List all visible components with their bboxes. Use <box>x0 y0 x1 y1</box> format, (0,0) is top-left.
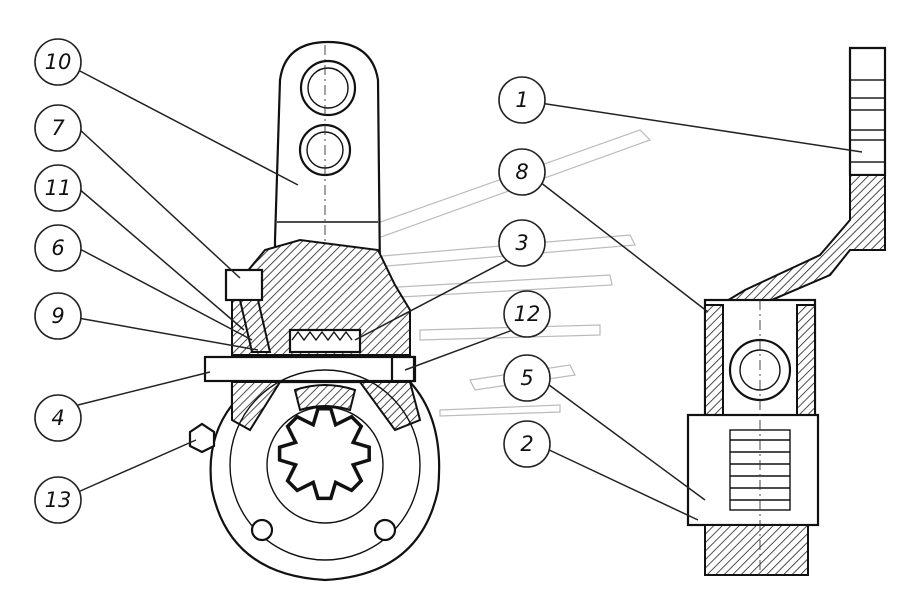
arm-hole-upper <box>299 59 357 117</box>
svg-text:1: 1 <box>515 88 528 112</box>
svg-text:11: 11 <box>45 176 72 200</box>
leader-6 <box>77 247 253 341</box>
svg-text:9: 9 <box>51 304 64 328</box>
leader-9 <box>77 317 259 351</box>
leader-lines <box>77 69 863 521</box>
svg-text:7: 7 <box>51 116 65 140</box>
mount-hole-left <box>250 518 274 542</box>
callout-11: 11 <box>34 164 82 212</box>
callout-10: 10 <box>34 38 82 86</box>
housing-section <box>231 238 411 356</box>
splined-gear <box>277 407 371 501</box>
callout-7: 7 <box>34 104 82 152</box>
leader-8 <box>539 181 709 313</box>
lever-front-view <box>188 40 441 585</box>
grease-nipple <box>188 422 216 454</box>
side-base <box>704 524 809 576</box>
callout-1: 1 <box>498 76 546 124</box>
leader-13 <box>77 439 197 493</box>
callout-4: 4 <box>34 394 82 442</box>
svg-text:2: 2 <box>520 432 533 456</box>
callout-3: 3 <box>498 219 546 267</box>
svg-text:6: 6 <box>51 236 64 260</box>
worm-rack <box>288 328 362 354</box>
callout-2: 2 <box>503 420 551 468</box>
shaft <box>203 355 417 383</box>
leader-11 <box>77 187 245 331</box>
side-arm-bend <box>716 174 886 306</box>
callout-9: 9 <box>34 292 82 340</box>
svg-text:10: 10 <box>45 50 72 74</box>
leader-10 <box>77 69 299 186</box>
callout-12: 12 <box>503 290 551 338</box>
leader-7 <box>77 127 241 279</box>
svg-text:3: 3 <box>515 231 528 255</box>
callout-6: 6 <box>34 224 82 272</box>
svg-text:5: 5 <box>520 366 533 390</box>
mount-hole-right <box>373 518 397 542</box>
svg-text:12: 12 <box>514 302 541 326</box>
callout-13: 13 <box>34 476 82 524</box>
leader-1 <box>539 102 863 153</box>
callout-5: 5 <box>503 354 551 402</box>
lever-side-view <box>686 46 887 580</box>
side-gear-housing <box>686 413 820 527</box>
leader-2 <box>544 447 699 521</box>
side-arm-upper <box>848 46 887 177</box>
svg-text:4: 4 <box>51 406 64 430</box>
bolt-head <box>224 268 264 302</box>
svg-text:13: 13 <box>45 488 72 512</box>
leader-5 <box>544 381 706 501</box>
leader-4 <box>77 371 211 406</box>
svg-text:8: 8 <box>515 160 528 184</box>
callout-8: 8 <box>498 148 546 196</box>
